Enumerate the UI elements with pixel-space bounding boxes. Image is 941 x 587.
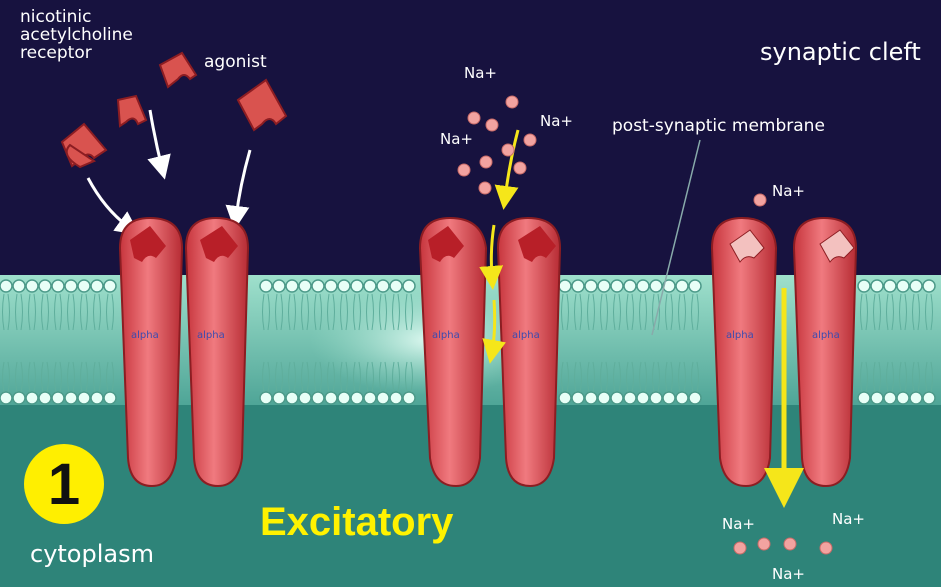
lipid-head [650, 392, 662, 404]
lipid-head [377, 280, 389, 292]
na-label: Na+ [540, 112, 573, 130]
lipid-head [858, 280, 870, 292]
lipid-head [871, 280, 883, 292]
lipid-head [572, 392, 584, 404]
lipid-head [650, 280, 662, 292]
lipid-head [676, 392, 688, 404]
lipid-head [0, 280, 12, 292]
lipid-head [923, 392, 935, 404]
na-label: Na+ [772, 565, 805, 583]
lipid-head [26, 280, 38, 292]
lipid-head [338, 280, 350, 292]
lipid-head [377, 392, 389, 404]
alpha-subunit-label: alpha [432, 330, 460, 341]
lipid-head [910, 280, 922, 292]
lipid-head [52, 280, 64, 292]
lipid-head [559, 280, 571, 292]
lipid-head [286, 392, 298, 404]
lipid-head [364, 392, 376, 404]
lipid-head [585, 280, 597, 292]
lipid-head [0, 392, 12, 404]
lipid-head [624, 392, 636, 404]
lipid-head [65, 280, 77, 292]
synaptic-cleft-label: synaptic cleft [760, 38, 921, 66]
alpha-subunit-label: alpha [726, 330, 754, 341]
lipid-head [338, 392, 350, 404]
lipid-head [312, 280, 324, 292]
lipid-head [611, 280, 623, 292]
lipid-head [91, 392, 103, 404]
lipid-head [897, 280, 909, 292]
lipid-head [39, 392, 51, 404]
lipid-head [403, 280, 415, 292]
lipid-head [260, 280, 272, 292]
lipid-head [325, 392, 337, 404]
lipid-head [624, 280, 636, 292]
lipid-head [78, 280, 90, 292]
lipid-head [390, 280, 402, 292]
lipid-head [611, 392, 623, 404]
excitatory-label: Excitatory [260, 500, 453, 545]
lipid-head [676, 280, 688, 292]
lipid-head [351, 280, 363, 292]
lipid-head [598, 280, 610, 292]
lipid-head [559, 392, 571, 404]
na-label: Na+ [772, 182, 805, 200]
lipid-head [403, 392, 415, 404]
lipid-head [13, 392, 25, 404]
lipid-head [637, 280, 649, 292]
lipid-head [312, 392, 324, 404]
lipid-head [325, 280, 337, 292]
lipid-head [65, 392, 77, 404]
lipid-head [273, 392, 285, 404]
lipid-head [104, 280, 116, 292]
lipid-head [260, 392, 272, 404]
alpha-subunit-label: alpha [512, 330, 540, 341]
lipid-head [663, 392, 675, 404]
na-label: Na+ [722, 515, 755, 533]
step-number-badge: 1 [24, 444, 104, 524]
lipid-head [13, 280, 25, 292]
lipid-head [689, 392, 701, 404]
na-label: Na+ [440, 130, 473, 148]
alpha-subunit-label: alpha [197, 330, 225, 341]
lipid-head [637, 392, 649, 404]
na-label: Na+ [832, 510, 865, 528]
lipid-head [39, 280, 51, 292]
lipid-head [871, 392, 883, 404]
lipid-head [286, 280, 298, 292]
lipid-head [910, 392, 922, 404]
lipid-head [26, 392, 38, 404]
lipid-head [273, 280, 285, 292]
lipid-head [390, 392, 402, 404]
receptor-label: nicotinic acetylcholine receptor [20, 8, 133, 62]
lipid-head [104, 392, 116, 404]
lipid-head [897, 392, 909, 404]
lipid-head [364, 280, 376, 292]
lipid-head [299, 280, 311, 292]
na-label: Na+ [464, 64, 497, 82]
lipid-head [572, 280, 584, 292]
lipid-head [884, 392, 896, 404]
agonist-label: agonist [204, 54, 267, 71]
lipid-head [858, 392, 870, 404]
lipid-head [52, 392, 64, 404]
lipid-head [923, 280, 935, 292]
lipid-head [689, 280, 701, 292]
alpha-subunit-label: alpha [812, 330, 840, 341]
alpha-subunit-label: alpha [131, 330, 159, 341]
membrane-label: post-synaptic membrane [612, 118, 825, 135]
lipid-head [299, 392, 311, 404]
lipid-head [91, 280, 103, 292]
lipid-head [884, 280, 896, 292]
lipid-head [78, 392, 90, 404]
lipid-head [351, 392, 363, 404]
lipid-head [598, 392, 610, 404]
cytoplasm-label: cytoplasm [30, 540, 154, 568]
lipid-head [585, 392, 597, 404]
